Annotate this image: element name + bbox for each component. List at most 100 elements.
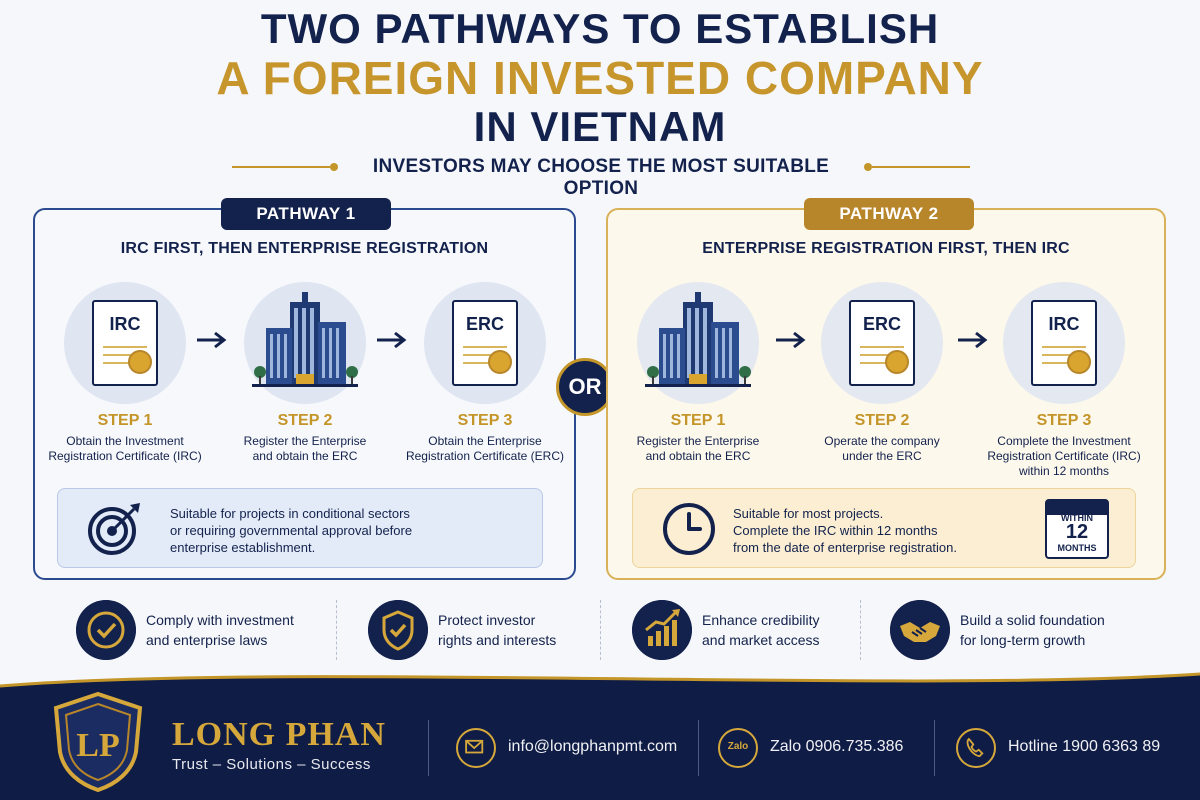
arrow-right-icon bbox=[377, 331, 407, 349]
page-title: TWO PATHWAYS TO ESTABLISH A FOREIGN INVE… bbox=[0, 6, 1200, 150]
step-label: STEP 2 bbox=[277, 412, 333, 429]
email-link[interactable]: info@longphanpmt.com bbox=[508, 738, 678, 755]
pathway-1-step-3: ERC STEP 3 Obtain the Enterprise Registr… bbox=[395, 282, 575, 464]
benefit-line: Protect investor bbox=[438, 612, 536, 628]
logo-shield-icon: LP bbox=[53, 691, 143, 793]
step-desc-line: Registration Certificate (ERC) bbox=[405, 449, 565, 463]
pathway-1-note: Suitable for projects in conditional sec… bbox=[57, 488, 543, 568]
step-label: STEP 1 bbox=[97, 412, 153, 429]
pathway-2-step-1: STEP 1 Register the Enterprise and obtai… bbox=[608, 282, 788, 464]
step-label: STEP 1 bbox=[670, 412, 726, 429]
step-desc-line: Registration Certificate (IRC) bbox=[48, 449, 202, 463]
note-line: from the date of enterprise registration… bbox=[733, 540, 958, 555]
step-desc-line: under the ERC bbox=[842, 449, 922, 463]
pathway-1-step-1: IRC STEP 1 Obtain the Investment Registr… bbox=[35, 282, 215, 464]
step-desc-line: Registration Certificate (IRC) bbox=[987, 449, 1141, 463]
hotline-number[interactable]: Hotline 1900 6363 89 bbox=[1008, 738, 1161, 755]
benefit-divider bbox=[600, 600, 601, 660]
benefit-line: Comply with investment bbox=[146, 612, 294, 628]
seal-icon bbox=[885, 350, 909, 374]
pathway-1-heading: IRC FIRST, THEN ENTERPRISE REGISTRATION bbox=[120, 240, 489, 257]
calendar-top-text: WITHIN bbox=[1061, 513, 1093, 523]
benefit-text: Enhance credibility and market access bbox=[702, 610, 820, 650]
calendar-icon: WITHIN 12 MONTHS bbox=[1045, 499, 1109, 559]
pathway-1-badge: PATHWAY 1 bbox=[221, 198, 391, 230]
step-icon-circle: IRC bbox=[1003, 282, 1125, 404]
brand-name: LONG PHAN bbox=[172, 716, 386, 753]
step-desc-line: Register the Enterprise bbox=[243, 434, 367, 448]
step-desc-line: and obtain the ERC bbox=[252, 449, 358, 463]
benefit-line: for long-term growth bbox=[960, 632, 1086, 648]
step-label: STEP 3 bbox=[457, 412, 513, 429]
shield-check-icon bbox=[368, 600, 428, 660]
step-description: Operate the company under the ERC bbox=[792, 434, 972, 464]
irc-document-icon: IRC bbox=[92, 300, 158, 386]
erc-document-icon: ERC bbox=[849, 300, 915, 386]
step-desc-line: Register the Enterprise bbox=[636, 434, 760, 448]
step-desc-line: Obtain the Investment bbox=[66, 434, 184, 448]
calendar-number: 12 bbox=[1065, 521, 1089, 543]
step-icon-circle: ERC bbox=[821, 282, 943, 404]
footer-divider bbox=[698, 720, 699, 776]
note-line: or requiring governmental approval befor… bbox=[170, 523, 413, 538]
subtitle-divider-left bbox=[232, 166, 330, 168]
pathway-2-badge: PATHWAY 2 bbox=[804, 198, 974, 230]
step-icon-circle: ERC bbox=[424, 282, 546, 404]
footer-divider bbox=[428, 720, 429, 776]
seal-icon bbox=[1067, 350, 1091, 374]
title-line-1: TWO PATHWAYS TO ESTABLISH bbox=[260, 5, 940, 52]
benefit-line: and enterprise laws bbox=[146, 632, 268, 648]
note-line: Suitable for projects in conditional sec… bbox=[170, 506, 410, 521]
benefit-text: Build a solid foundation for long-term g… bbox=[960, 610, 1105, 650]
step-desc-line: Complete the Investment bbox=[997, 434, 1131, 448]
arrow-right-icon bbox=[197, 331, 227, 349]
clock-icon bbox=[663, 503, 715, 555]
benefit-divider bbox=[336, 600, 337, 660]
note-line: Complete the IRC within 12 months bbox=[733, 523, 938, 538]
benefit-text: Protect investor rights and interests bbox=[438, 610, 556, 650]
step-description: Obtain the Enterprise Registration Certi… bbox=[395, 434, 575, 464]
building-icon bbox=[645, 292, 751, 387]
step-icon-circle bbox=[637, 282, 759, 404]
title-line-2: A FOREIGN INVESTED COMPANY bbox=[216, 52, 984, 104]
target-icon bbox=[88, 503, 140, 555]
document-label: ERC bbox=[465, 314, 504, 334]
footer-wave bbox=[0, 670, 1200, 688]
mail-icon bbox=[456, 728, 496, 768]
step-desc-line: Obtain the Enterprise bbox=[428, 434, 542, 448]
step-label: STEP 2 bbox=[854, 412, 910, 429]
arrow-right-icon bbox=[776, 331, 806, 349]
seal-icon bbox=[488, 350, 512, 374]
pathway-2-step-2: ERC STEP 2 Operate the company under the… bbox=[792, 282, 972, 464]
document-label: ERC bbox=[862, 314, 901, 334]
step-label: STEP 3 bbox=[1036, 412, 1092, 429]
subtitle-row: INVESTORS MAY CHOOSE THE MOST SUITABLE O… bbox=[0, 156, 1200, 199]
note-text: Suitable for most projects. Complete the… bbox=[733, 505, 1033, 556]
step-description: Complete the Investment Registration Cer… bbox=[974, 434, 1154, 479]
pathway-2-step-3: IRC STEP 3 Complete the Investment Regis… bbox=[974, 282, 1154, 479]
zalo-number[interactable]: Zalo 0906.735.386 bbox=[770, 738, 904, 755]
subtitle-dot-left bbox=[330, 163, 338, 171]
note-line: enterprise establishment. bbox=[170, 540, 316, 555]
svg-text:LP: LP bbox=[76, 727, 119, 764]
arrow-right-icon bbox=[958, 331, 988, 349]
phone-icon bbox=[956, 728, 996, 768]
step-description: Obtain the Investment Registration Certi… bbox=[35, 434, 215, 464]
step-description: Register the Enterprise and obtain the E… bbox=[215, 434, 395, 464]
erc-document-icon: ERC bbox=[452, 300, 518, 386]
brand-tagline: Trust – Solutions – Success bbox=[172, 756, 371, 773]
document-label: IRC bbox=[109, 314, 141, 334]
pathway-1-step-2: STEP 2 Register the Enterprise and obtai… bbox=[215, 282, 395, 464]
title-line-3: IN VIETNAM bbox=[473, 103, 727, 150]
benefit-line: Enhance credibility bbox=[702, 612, 820, 628]
step-icon-circle bbox=[244, 282, 366, 404]
zalo-icon-label: Zalo bbox=[727, 741, 749, 752]
benefit-line: and market access bbox=[702, 632, 820, 648]
step-icon-circle: IRC bbox=[64, 282, 186, 404]
checkmark-icon bbox=[76, 600, 136, 660]
zalo-icon: Zalo bbox=[718, 728, 758, 768]
pathway-2-heading: ENTERPRISE REGISTRATION FIRST, THEN IRC bbox=[702, 240, 1070, 257]
note-line: Suitable for most projects. bbox=[733, 506, 884, 521]
subtitle-dot-right bbox=[864, 163, 872, 171]
subtitle-divider-right bbox=[872, 166, 970, 168]
